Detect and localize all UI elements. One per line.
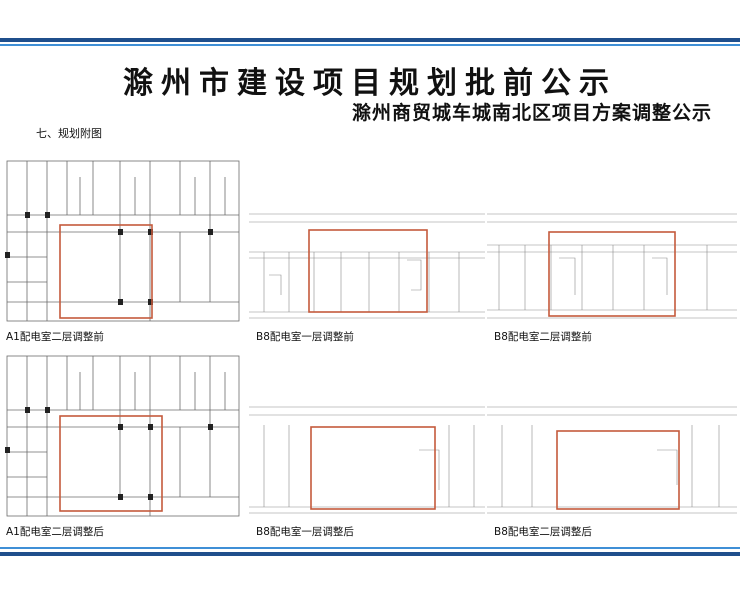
- section-label: 七、规划附图: [36, 127, 102, 140]
- caption-b8-floor2-before: B8配电室二层调整前: [494, 331, 592, 343]
- caption-b8-floor2-after: B8配电室二层调整后: [494, 526, 592, 538]
- drawing-a1-floor2-after: [5, 352, 241, 520]
- page-subtitle: 滁州商贸城车城南北区项目方案调整公示: [351, 102, 712, 124]
- caption-b8-floor1-after: B8配电室一层调整后: [256, 526, 354, 538]
- caption-a1-floor2-before: A1配电室二层调整前: [6, 331, 104, 343]
- floor-plan-svg: [249, 213, 485, 319]
- floor-plan-svg: [249, 406, 485, 514]
- caption-b8-floor1-before: B8配电室一层调整前: [256, 331, 354, 343]
- drawing-b8-floor2-after: [487, 395, 737, 520]
- caption-a1-floor2-after: A1配电室二层调整后: [6, 526, 104, 538]
- drawing-b8-floor1-after: [249, 395, 485, 520]
- floor-plan-svg: [487, 213, 737, 319]
- drawing-b8-floor1-before: [249, 200, 485, 325]
- floor-plan-svg: [487, 406, 737, 514]
- drawing-b8-floor2-before: [487, 200, 737, 325]
- floor-plan-svg: [5, 160, 240, 322]
- floor-plan-svg: [5, 355, 240, 517]
- drawing-a1-floor2-before: [5, 157, 241, 325]
- page-title: 滁州市建设项目规划批前公示: [123, 66, 617, 101]
